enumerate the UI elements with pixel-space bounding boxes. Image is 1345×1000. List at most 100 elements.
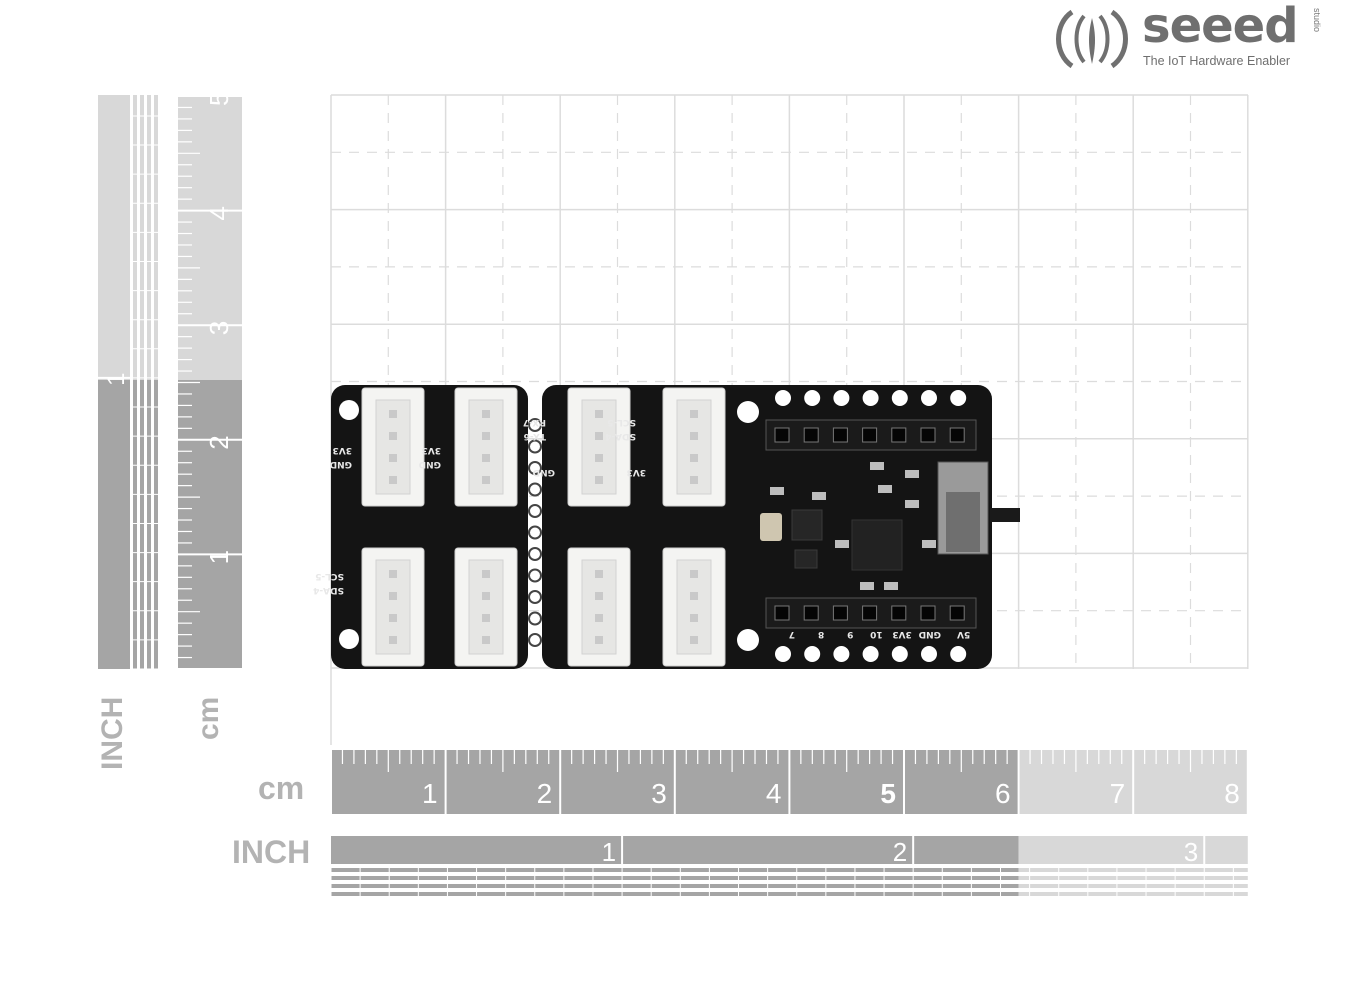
ruler-sub-col (147, 95, 151, 380)
pin-pad (804, 646, 821, 662)
connector-pin (482, 476, 490, 484)
connector-pin (482, 570, 490, 578)
ruler-number: 8 (1224, 778, 1240, 809)
silk-label: 9 (847, 629, 853, 639)
ruler-number: 2 (537, 778, 553, 809)
pin-pad (833, 646, 850, 662)
vertical-inch-label: INCH (96, 696, 129, 770)
connector-pin (482, 636, 490, 644)
bridge-hole (528, 461, 542, 475)
connector-pin (690, 410, 698, 418)
silk-label: 3V3 (333, 445, 353, 455)
ruler-sub-row (1018, 876, 1248, 880)
header-socket (832, 605, 848, 621)
header-socket (832, 427, 848, 443)
smd-part (812, 492, 826, 500)
ruler-body-light (98, 95, 130, 380)
ruler-body-light (178, 95, 242, 380)
ruler-number: 3 (651, 778, 667, 809)
ruler-number: 5 (204, 92, 234, 106)
bridge-hole (528, 547, 542, 561)
bridge-hole (528, 590, 542, 604)
bridge-hole (528, 525, 542, 540)
silk-label: SDA-4 (313, 585, 344, 595)
connector-pin (690, 570, 698, 578)
connector-pin (690, 432, 698, 440)
ruler-number: 6 (995, 778, 1011, 809)
ruler-number: 1 (602, 837, 616, 867)
pin-pad (862, 390, 879, 406)
silk-label: GND (919, 629, 941, 639)
pin-pad (775, 646, 791, 662)
connector-pin (389, 592, 397, 600)
connector-pin (595, 636, 603, 644)
ruler-sub-col (133, 380, 137, 669)
connector-pin (389, 454, 397, 462)
smd-part (922, 540, 936, 548)
bridge-hole (528, 633, 542, 647)
silk-label: RX-7 (523, 417, 546, 427)
ruler-number: 1 (204, 550, 234, 564)
ruler-number: 4 (766, 778, 782, 809)
connector-pin (595, 614, 603, 622)
mount-hole (737, 401, 759, 423)
header-socket (891, 605, 907, 621)
logo-tagline: The IoT Hardware Enabler (1143, 54, 1291, 68)
silk-label: 10 (870, 629, 883, 639)
ruler-number: 1 (422, 778, 438, 809)
mount-hole (339, 400, 359, 420)
silk-label: GND (419, 459, 441, 469)
header-socket (920, 427, 936, 443)
silk-label: 8 (818, 629, 824, 639)
connector-pin (690, 476, 698, 484)
pin-headers (765, 390, 977, 662)
connector-pin (595, 454, 603, 462)
mount-hole (737, 629, 759, 651)
connector-pin (389, 432, 397, 440)
header-socket (862, 427, 878, 443)
silk-label: SCL-5 (607, 417, 636, 427)
grove-connector (567, 547, 631, 667)
smd-part (860, 582, 874, 590)
ruler-sub-col (140, 380, 144, 669)
ruler-sub-col (154, 380, 158, 669)
bridge-hole (528, 504, 542, 518)
silkscreen-labels: GND3V3GND3V3SCL-5SDA-4RX-7TX-6SCL-5SDA-4… (313, 417, 970, 639)
ruler-sub-row (331, 876, 1019, 880)
smd-part (878, 485, 892, 493)
silk-label: 7 (789, 629, 795, 639)
vertical-inch-ruler: 12 (98, 81, 162, 670)
smd-part (884, 582, 898, 590)
grove-connector (454, 387, 518, 507)
grove-connector (361, 547, 425, 667)
ruler-sub-row (331, 884, 1019, 888)
pin-pad (804, 390, 821, 406)
ruler-body-dark (178, 380, 242, 669)
header-socket (803, 605, 819, 621)
grove-connector (567, 387, 631, 507)
pin-pad (891, 646, 908, 662)
connector-pin (690, 636, 698, 644)
connector-pin (595, 476, 603, 484)
ruler-sub-row (331, 892, 1019, 896)
connector-pin (595, 432, 603, 440)
connector-pin (482, 614, 490, 622)
ruler-number: 2 (893, 837, 907, 867)
connector-pin (482, 410, 490, 418)
smd-part (905, 500, 919, 508)
silk-label: 3V3 (892, 629, 912, 639)
vertical-cm-label: cm (192, 696, 225, 740)
header-socket (949, 427, 965, 443)
grove-connectors (361, 387, 726, 667)
header-socket (891, 427, 907, 443)
ruler-number: 3 (1184, 837, 1198, 867)
bridge-hole (528, 418, 542, 432)
header-socket (803, 427, 819, 443)
ruler-sub-col (140, 95, 144, 380)
connector-pin (690, 592, 698, 600)
switch-lever (990, 508, 1020, 522)
smd-part (835, 540, 849, 548)
header-socket (862, 605, 878, 621)
